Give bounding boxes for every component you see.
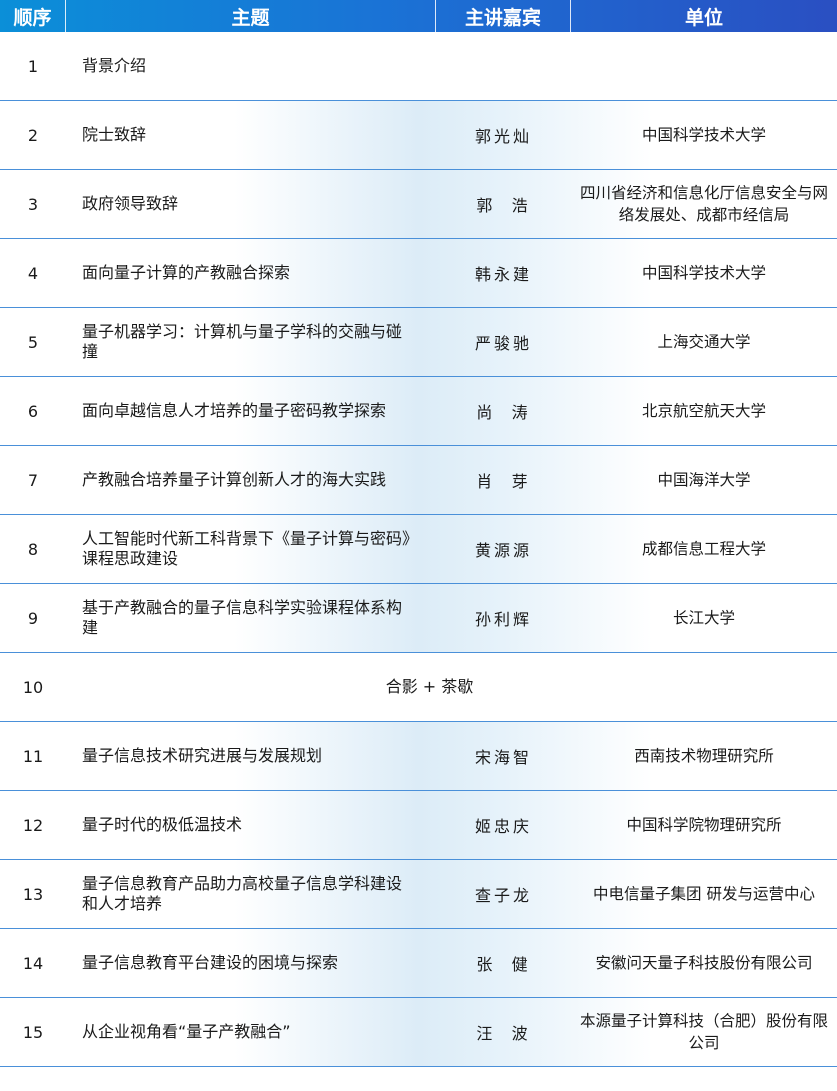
table-row: 5 量子机器学习：计算机与量子学科的交融与碰撞 严骏驰 上海交通大学 bbox=[0, 308, 837, 377]
row-number: 4 bbox=[27, 263, 39, 283]
row-speaker: 汪 波 bbox=[476, 1024, 531, 1043]
row-topic: 面向量子计算的产教融合探索 bbox=[82, 263, 291, 282]
row-unit: 安徽问天量子科技股份有限公司 bbox=[595, 954, 813, 972]
row-unit: 四川省经济和信息化厅信息安全与网络发展处、成都市经信局 bbox=[579, 184, 828, 224]
row-speaker: 韩永建 bbox=[474, 265, 532, 284]
table-row: 2 院士致辞 郭光灿 中国科学技术大学 bbox=[0, 101, 837, 170]
row-speaker: 尚 涛 bbox=[476, 403, 531, 422]
row-number: 7 bbox=[27, 470, 39, 490]
row-unit: 中电信量子集团 研发与运营中心 bbox=[593, 885, 815, 903]
row-unit: 长江大学 bbox=[672, 609, 735, 627]
header-topic: 主题 bbox=[66, 0, 436, 32]
table-row: 12 量子时代的极低温技术 姬忠庆 中国科学院物理研究所 bbox=[0, 791, 837, 860]
row-unit: 中国科学院物理研究所 bbox=[626, 816, 782, 834]
row-speaker: 肖 芽 bbox=[476, 472, 531, 491]
table-row: 15 从企业视角看“量子产教融合” 汪 波 本源量子计算科技（合肥）股份有限公司 bbox=[0, 998, 837, 1067]
row-number: 2 bbox=[27, 125, 39, 145]
table-row: 4 面向量子计算的产教融合探索 韩永建 中国科学技术大学 bbox=[0, 239, 837, 308]
table-row: 3 政府领导致辞 郭 浩 四川省经济和信息化厅信息安全与网络发展处、成都市经信局 bbox=[0, 170, 837, 239]
row-unit: 成都信息工程大学 bbox=[641, 540, 766, 558]
row-number: 15 bbox=[22, 1022, 44, 1042]
row-speaker: 姬忠庆 bbox=[474, 817, 532, 836]
table-row: 11 量子信息技术研究进展与发展规划 宋海智 西南技术物理研究所 bbox=[0, 722, 837, 791]
row-topic: 量子机器学习：计算机与量子学科的交融与碰撞 bbox=[82, 322, 403, 361]
row-speaker: 孙利辉 bbox=[474, 610, 532, 629]
row-speaker: 查子龙 bbox=[474, 886, 532, 905]
table-header: 顺序 主题 主讲嘉宾 单位 bbox=[0, 0, 837, 32]
row-topic: 量子信息教育平台建设的困境与探索 bbox=[82, 953, 339, 972]
row-topic: 合影 + 茶歇 bbox=[385, 677, 474, 696]
row-topic: 量子信息教育产品助力高校量子信息学科建设和人才培养 bbox=[82, 874, 403, 913]
row-number: 12 bbox=[22, 815, 44, 835]
row-number: 14 bbox=[22, 953, 44, 973]
table-row-break: 10 合影 + 茶歇 bbox=[0, 653, 837, 722]
table-row: 1 背景介绍 bbox=[0, 32, 837, 101]
row-number: 9 bbox=[27, 608, 39, 628]
row-number: 10 bbox=[22, 677, 44, 697]
row-unit: 上海交通大学 bbox=[657, 333, 751, 351]
table-row: 7 产教融合培养量子计算创新人才的海大实践 肖 芽 中国海洋大学 bbox=[0, 446, 837, 515]
row-unit: 中国海洋大学 bbox=[657, 471, 751, 489]
table-row: 13 量子信息教育产品助力高校量子信息学科建设和人才培养 查子龙 中电信量子集团… bbox=[0, 860, 837, 929]
row-topic: 背景介绍 bbox=[82, 56, 147, 75]
row-number: 13 bbox=[22, 884, 44, 904]
row-topic: 院士致辞 bbox=[82, 125, 147, 144]
row-topic: 基于产教融合的量子信息科学实验课程体系构建 bbox=[82, 598, 403, 637]
row-unit: 本源量子计算科技（合肥）股份有限公司 bbox=[579, 1012, 828, 1052]
header-speaker: 主讲嘉宾 bbox=[436, 0, 571, 32]
table-row: 6 面向卓越信息人才培养的量子密码教学探索 尚 涛 北京航空航天大学 bbox=[0, 377, 837, 446]
row-unit: 中国科学技术大学 bbox=[641, 264, 766, 282]
row-topic: 量子信息技术研究进展与发展规划 bbox=[82, 746, 323, 765]
row-speaker: 黄源源 bbox=[474, 541, 532, 560]
row-speaker: 张 健 bbox=[476, 955, 531, 974]
header-no: 顺序 bbox=[0, 0, 66, 32]
row-number: 11 bbox=[22, 746, 44, 766]
row-number: 3 bbox=[27, 194, 39, 214]
row-number: 5 bbox=[27, 332, 39, 352]
row-speaker: 郭 浩 bbox=[476, 196, 531, 215]
row-topic: 从企业视角看“量子产教融合” bbox=[82, 1022, 291, 1041]
row-speaker: 郭光灿 bbox=[474, 127, 532, 146]
row-speaker: 严骏驰 bbox=[474, 334, 532, 353]
row-topic: 量子时代的极低温技术 bbox=[82, 815, 243, 834]
row-unit: 西南技术物理研究所 bbox=[634, 747, 774, 765]
row-number: 6 bbox=[27, 401, 39, 421]
table-row: 8 人工智能时代新工科背景下《量子计算与密码》课程思政建设 黄源源 成都信息工程… bbox=[0, 515, 837, 584]
table-row: 14 量子信息教育平台建设的困境与探索 张 健 安徽问天量子科技股份有限公司 bbox=[0, 929, 837, 998]
row-unit bbox=[571, 32, 837, 100]
row-speaker: 宋海智 bbox=[474, 748, 532, 767]
row-number: 1 bbox=[27, 56, 39, 76]
row-unit: 中国科学技术大学 bbox=[641, 126, 766, 144]
table-body: 1 背景介绍 2 院士致辞 郭光灿 中国科学技术大学 3 政府领导致辞 郭 浩 … bbox=[0, 32, 837, 1067]
row-topic: 产教融合培养量子计算创新人才的海大实践 bbox=[82, 470, 387, 489]
header-unit: 单位 bbox=[684, 6, 723, 29]
row-topic: 政府领导致辞 bbox=[82, 194, 179, 213]
table-row: 9 基于产教融合的量子信息科学实验课程体系构建 孙利辉 长江大学 bbox=[0, 584, 837, 653]
row-topic: 人工智能时代新工科背景下《量子计算与密码》课程思政建设 bbox=[82, 529, 411, 568]
row-unit: 北京航空航天大学 bbox=[641, 402, 766, 420]
row-speaker bbox=[436, 32, 571, 100]
row-topic: 面向卓越信息人才培养的量子密码教学探索 bbox=[82, 401, 387, 420]
row-number: 8 bbox=[27, 539, 39, 559]
